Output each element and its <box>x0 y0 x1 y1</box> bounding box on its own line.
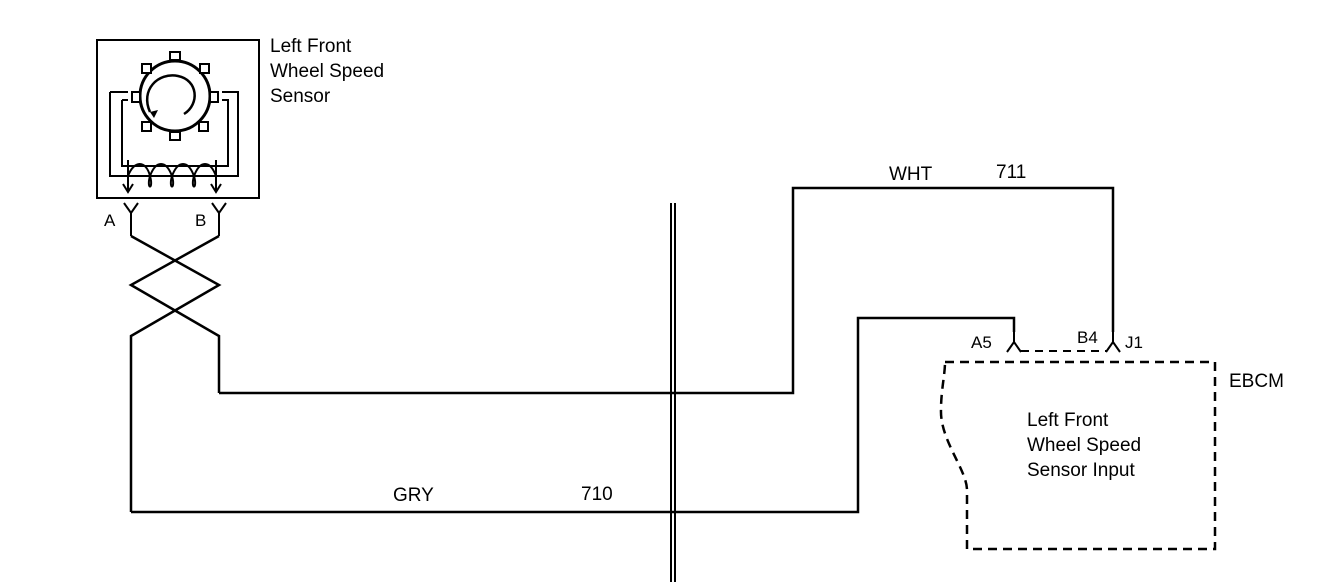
ebcm-connector <box>1006 332 1121 353</box>
pin-b-connector-icon <box>211 202 227 236</box>
sensor-core-frame <box>109 91 239 177</box>
sensor-coil-icon <box>127 163 217 188</box>
sensor-connector <box>123 202 227 236</box>
sensor-title: Left Front Wheel Speed Sensor <box>270 36 389 107</box>
ebcm-module-outline <box>939 360 1217 551</box>
wheel-speed-sensor <box>96 39 260 199</box>
wire-gry-710 <box>131 316 1016 514</box>
ebcm-pin-a5-label: A5 <box>971 333 992 352</box>
wire-gry-color-label: GRY <box>393 485 434 506</box>
pin-b4-connector-icon <box>1105 332 1121 353</box>
sensor-pin-b-label: B <box>195 211 206 230</box>
sensor-pin-a-label: A <box>104 211 116 230</box>
wire-wht-711 <box>219 186 1115 395</box>
sensor-housing-box <box>96 39 260 199</box>
pin-a5-connector-icon <box>1006 332 1022 353</box>
harness-boundary <box>670 203 676 582</box>
rotation-arrow-icon <box>145 74 196 116</box>
ebcm-connector-label: J1 <box>1125 333 1143 352</box>
wire-wht-color-label: WHT <box>889 164 933 185</box>
ebcm-input-label: Left Front Wheel Speed Sensor Input <box>1027 410 1146 481</box>
wire-wht-circuit-label: 711 <box>996 162 1026 183</box>
wiring <box>128 186 1115 514</box>
pin-a-connector-icon <box>123 202 139 236</box>
ebcm-pin-b4-label: B4 <box>1077 328 1098 347</box>
tone-ring-teeth <box>131 51 219 141</box>
wire-gry-circuit-label: 710 <box>581 484 613 505</box>
ebcm-name-label: EBCM <box>1229 371 1284 392</box>
